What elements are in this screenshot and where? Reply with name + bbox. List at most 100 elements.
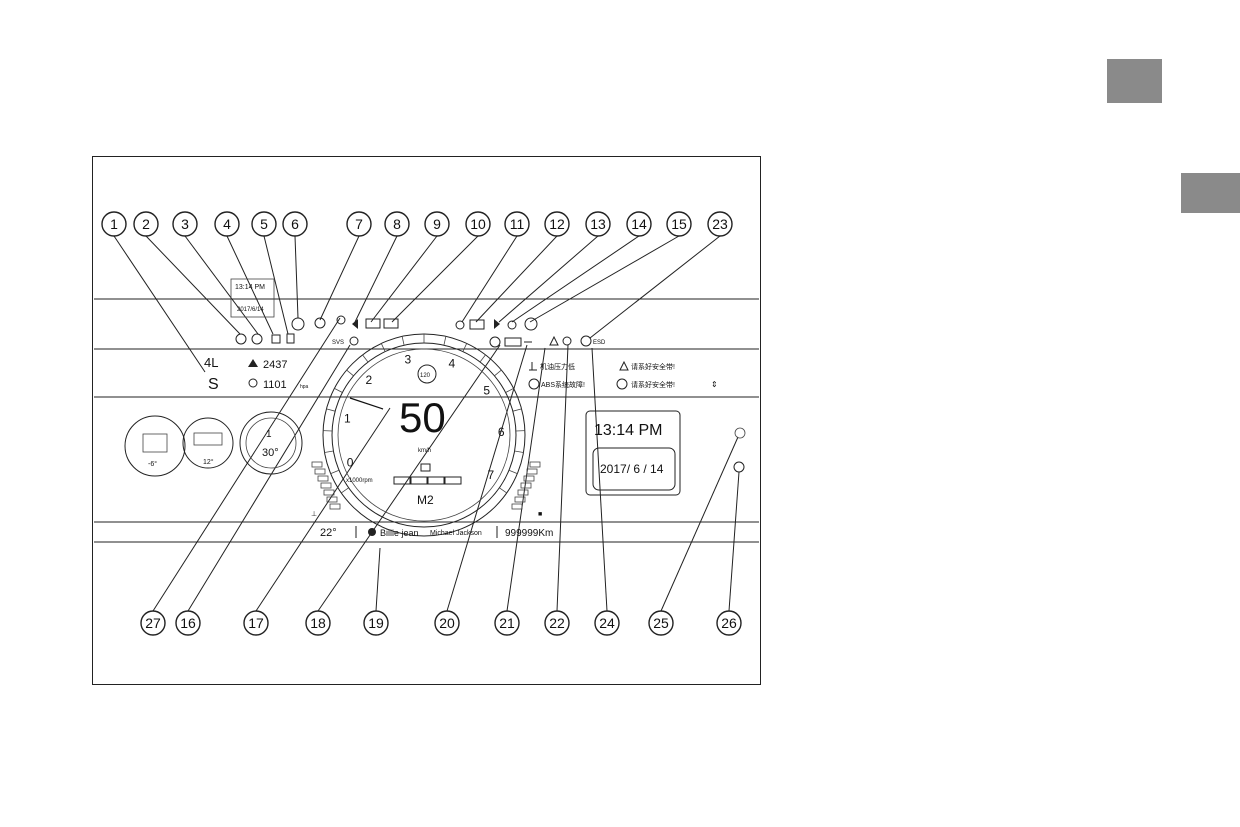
- tach-tick: [330, 469, 340, 475]
- esd-icon: [580, 335, 592, 347]
- gear-bar-segment: [393, 476, 411, 485]
- tach-tick: [512, 408, 522, 412]
- callout-6: 6: [282, 211, 308, 237]
- pressure-value: 1101: [263, 379, 287, 391]
- callout-13: 13: [585, 211, 611, 237]
- speed-limit-value: 120: [420, 373, 431, 379]
- pressure-unit: hpa: [300, 384, 309, 390]
- callout-19: 19: [363, 610, 389, 636]
- tach-needle: [349, 397, 384, 410]
- leader-line: [317, 344, 501, 612]
- abs-icon: [528, 378, 540, 390]
- callout-12: 12: [544, 211, 570, 237]
- turn-left-icon: [352, 319, 358, 329]
- message-abs: ABS系统故障!: [541, 380, 585, 389]
- scroll-arrows-icon[interactable]: ⇕: [711, 380, 718, 389]
- gear-range: 4L: [204, 355, 218, 370]
- vehicle-front-icon: [142, 433, 168, 453]
- tach-tick: [380, 343, 386, 352]
- pitch-side-gauge: [182, 417, 234, 469]
- tach-tick: [326, 408, 336, 412]
- parking-brake-icon: [291, 317, 305, 331]
- callout-4: 4: [214, 211, 240, 237]
- svg-text:20: 20: [439, 615, 455, 631]
- fuel-bar-segment: [514, 496, 526, 503]
- leader-line: [556, 344, 569, 612]
- leader-line: [113, 235, 206, 373]
- speed-limit-sign: [417, 364, 437, 384]
- temp-bar-segment: [326, 496, 338, 503]
- gear-mode: S: [208, 376, 219, 393]
- leader-line: [498, 235, 599, 323]
- svg-text:2: 2: [142, 216, 150, 232]
- pitch-side-value: 12°: [203, 458, 214, 466]
- belt-rear-icon: [616, 378, 628, 390]
- brake-icon: [251, 333, 263, 345]
- date-panel: [592, 447, 676, 491]
- callout-7: 7: [346, 211, 372, 237]
- fuel-bar-segment: [523, 475, 535, 482]
- gear-bar-segment: [410, 476, 428, 485]
- leader-line: [660, 436, 739, 612]
- oil-pressure-icon: [529, 362, 537, 371]
- svg-text:⊥: ⊥: [311, 511, 317, 518]
- tilt-gauge: [239, 411, 303, 475]
- leader-line: [728, 471, 740, 612]
- svg-text:21: 21: [499, 615, 515, 631]
- esd-label: ESD: [593, 340, 606, 346]
- mini-date: 2017/6/14: [237, 307, 264, 313]
- pitch-front-gauge: [124, 415, 186, 477]
- callout-10: 10: [465, 211, 491, 237]
- seatbelt-warn-icon: [549, 335, 559, 346]
- clock-time: 13:14 PM: [594, 422, 662, 439]
- altitude-value: 2437: [263, 359, 287, 371]
- leader-line: [187, 344, 351, 612]
- svg-text:12: 12: [549, 216, 565, 232]
- tilt-value: 30°: [262, 447, 279, 459]
- callout-23: 23: [707, 211, 733, 237]
- gear-display: M2: [417, 493, 434, 507]
- leader-line: [591, 347, 608, 612]
- leader-line: [263, 235, 289, 335]
- seatbelt-icon: [336, 315, 346, 325]
- tach-tick: [401, 336, 405, 346]
- callout-20: 20: [434, 610, 460, 636]
- tach-tick: [508, 469, 518, 475]
- leader-line: [511, 235, 640, 323]
- callout-3: 3: [172, 211, 198, 237]
- svg-text:1: 1: [266, 429, 272, 440]
- fuel-bar-segment: [517, 489, 529, 496]
- svg-text:26: 26: [721, 615, 737, 631]
- figure-frame: [92, 156, 761, 685]
- speed-value: 50: [399, 394, 446, 441]
- service-icon: [734, 427, 746, 439]
- leader-line: [319, 235, 360, 321]
- svg-text:16: 16: [180, 615, 196, 631]
- tach-label: 7: [488, 468, 495, 482]
- temp-bar-segment: [320, 482, 332, 489]
- svg-text:6: 6: [291, 216, 299, 232]
- fuel-icon: [286, 333, 295, 344]
- leader-line: [354, 235, 398, 323]
- svg-text:24: 24: [599, 615, 615, 631]
- speed-unit: km/h: [418, 448, 431, 454]
- tach-label: 4: [448, 356, 455, 370]
- tpms-icon: [489, 336, 501, 348]
- pressure-icon: [248, 378, 258, 388]
- section-tab-middle: [1181, 173, 1240, 213]
- lane-assist-icon: [420, 463, 431, 472]
- odometer: 999999Km: [505, 528, 553, 539]
- svg-text:■: ■: [538, 511, 542, 518]
- pitch-front-value: -6°: [148, 460, 157, 468]
- battery-icon: [504, 337, 522, 347]
- temp-bar-segment: [314, 468, 326, 475]
- tach-label: 1: [344, 412, 351, 426]
- leader-line: [145, 235, 241, 335]
- svg-text:25: 25: [653, 615, 669, 631]
- brake-warning-icon: [524, 317, 538, 331]
- tach-label: 6: [498, 425, 505, 439]
- svg-text:15: 15: [671, 216, 687, 232]
